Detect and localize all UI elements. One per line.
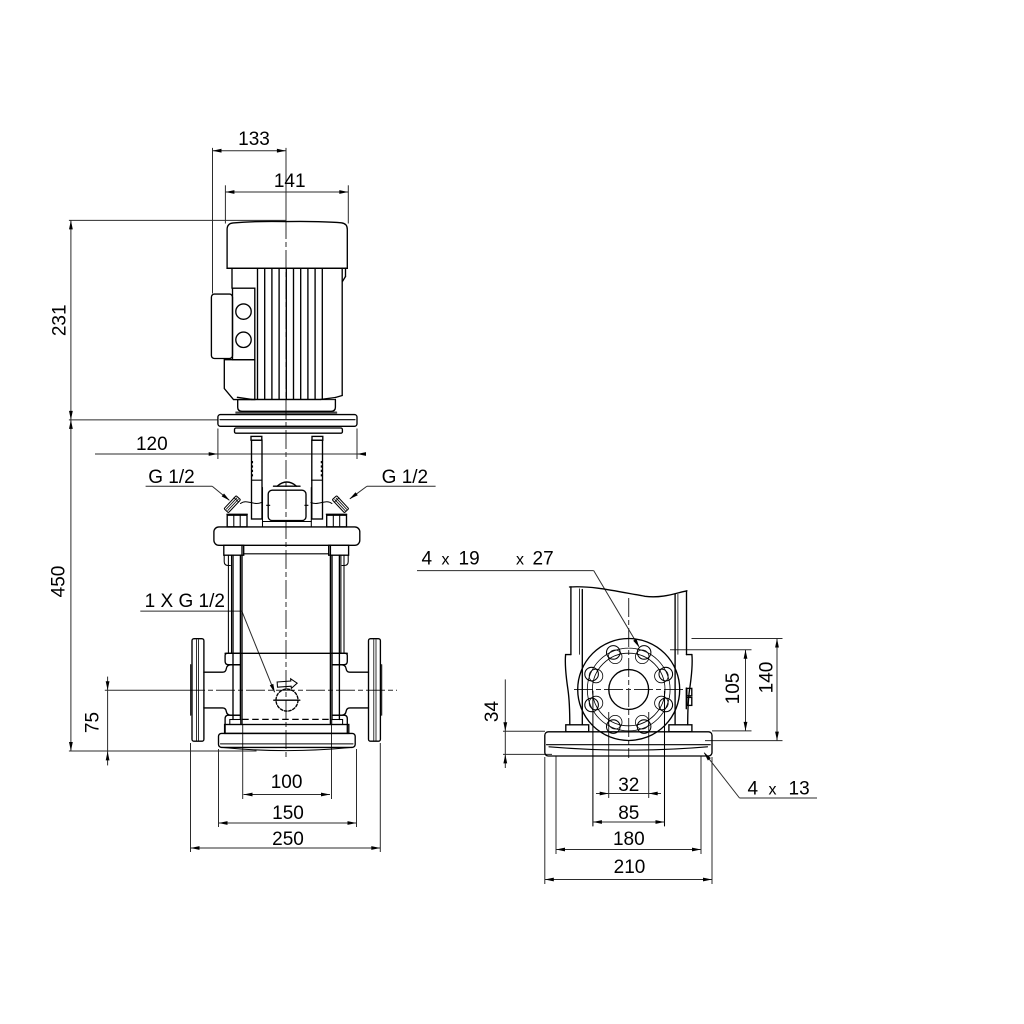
svg-text:140: 140 <box>756 662 777 694</box>
svg-text:450: 450 <box>48 566 69 598</box>
svg-text:150: 150 <box>272 803 304 824</box>
svg-text:133: 133 <box>238 129 270 150</box>
svg-text:G 1/2: G 1/2 <box>382 467 428 488</box>
svg-text:250: 250 <box>272 829 304 850</box>
svg-text:100: 100 <box>271 772 303 793</box>
svg-text:G 1/2: G 1/2 <box>148 467 194 488</box>
svg-text:105: 105 <box>723 673 744 705</box>
svg-text:231: 231 <box>49 304 70 336</box>
svg-text:180: 180 <box>613 829 645 850</box>
svg-text:34: 34 <box>482 701 503 723</box>
svg-text:1 X G 1/2: 1 X G 1/2 <box>145 591 225 612</box>
svg-text:141: 141 <box>274 171 306 192</box>
svg-text:120: 120 <box>136 434 168 455</box>
svg-text:32: 32 <box>618 775 639 796</box>
svg-text:210: 210 <box>614 857 646 878</box>
svg-text:75: 75 <box>82 712 103 733</box>
svg-text:85: 85 <box>618 803 639 824</box>
